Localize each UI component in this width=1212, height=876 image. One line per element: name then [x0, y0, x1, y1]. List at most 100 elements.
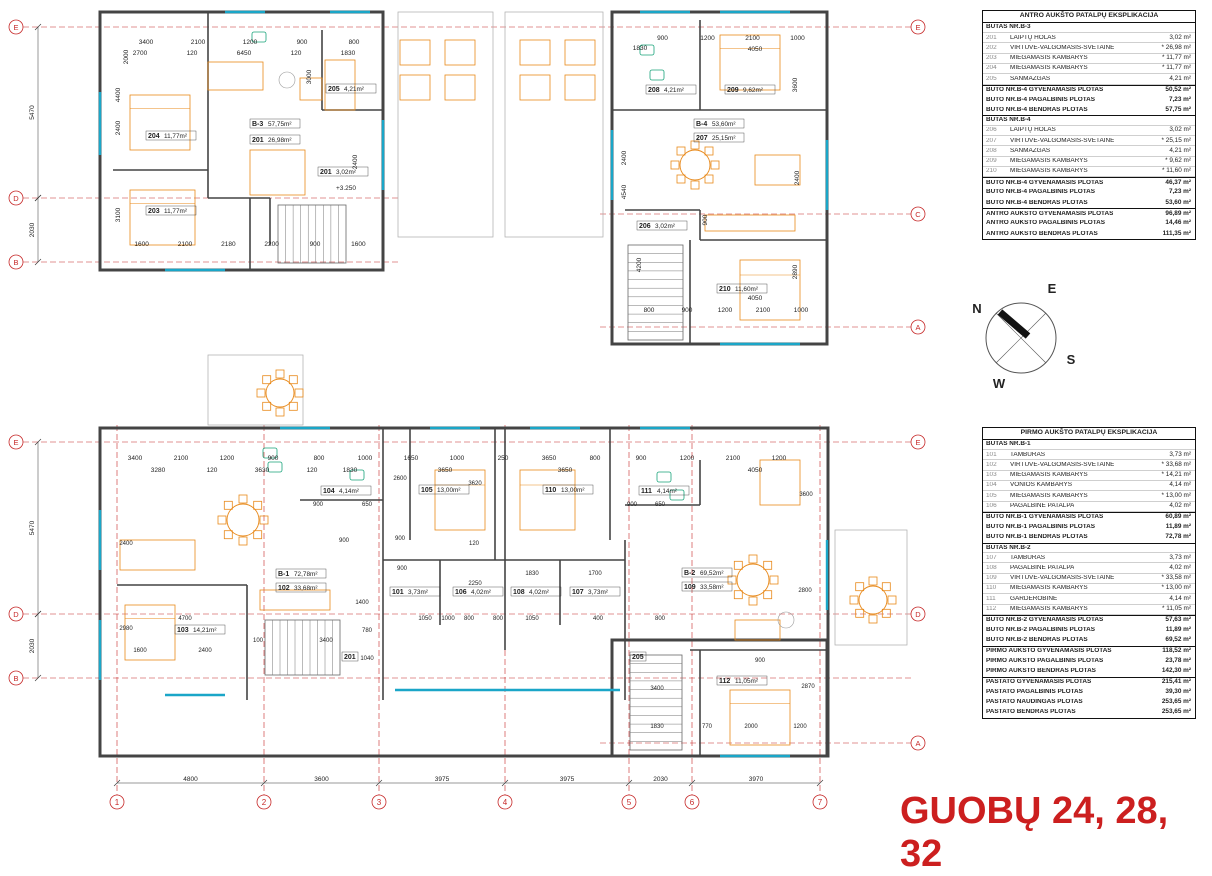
furniture-layer — [119, 31, 897, 746]
dimension-text: 2030 — [653, 776, 668, 783]
chair — [763, 560, 773, 570]
dimension-text: 900 — [313, 502, 324, 508]
dimension-text: 120 — [307, 467, 318, 474]
balcony-furniture — [564, 74, 596, 101]
room-number: 209 — [986, 158, 997, 165]
area-value: 111,35 m² — [1162, 229, 1191, 237]
plant-icon — [278, 71, 296, 89]
toilet — [299, 77, 323, 101]
grid-axis-bubble — [8, 434, 24, 450]
balcony-furniture — [444, 74, 476, 101]
chair — [253, 530, 263, 540]
area-value: * 11,60 m² — [1161, 167, 1191, 175]
grid-axis-bubble — [8, 606, 24, 622]
bed — [739, 259, 801, 321]
dimension-text: 900 — [682, 307, 693, 314]
chair — [275, 407, 285, 417]
dimension-text: 3600 — [792, 77, 799, 92]
sofa — [249, 149, 306, 196]
chair — [259, 515, 269, 525]
room-tag-box — [341, 651, 359, 662]
dimension-tick — [375, 779, 383, 787]
room-number-label: 207 — [696, 135, 708, 142]
room-name: PASTATO PAGALBINIS PLOTAS — [986, 688, 1083, 695]
room-tag-box — [325, 83, 377, 94]
dimension-text: 2400 — [198, 648, 212, 654]
room-name: MIEGAMASIS KAMBARYS — [1010, 585, 1088, 592]
dimension-tick — [260, 779, 268, 787]
room-number-label: B-2 — [684, 570, 695, 577]
room-number-label: 201 — [320, 169, 332, 176]
room-name: ANTRO AUKŠTO BENDRAS PLOTAS — [986, 230, 1098, 237]
room-number: 107 — [986, 554, 997, 561]
project-address-title: GUOBŲ 24, 28, 32 — [900, 790, 1169, 875]
dimension-text: 1830 — [343, 467, 358, 474]
room-tag-box — [145, 205, 197, 216]
room-name: MIEGAMASIS KAMBARYS — [1010, 605, 1088, 612]
grid-axis-label: E — [915, 23, 920, 32]
dimension-text: 5470 — [29, 520, 36, 535]
grid-axis-bubble — [910, 19, 926, 35]
compass-west: W — [993, 376, 1006, 391]
dimension-text: 800 — [590, 455, 601, 462]
dimension-text: 650 — [362, 502, 373, 508]
room-name: BUTAS NR.B-3 — [986, 24, 1031, 31]
dining-table — [679, 149, 711, 181]
balcony-furniture — [564, 39, 596, 66]
room-number: 106 — [986, 503, 997, 510]
room-tag-box — [418, 484, 470, 495]
room-number: 202 — [986, 44, 997, 51]
bed — [129, 94, 191, 151]
room-area-label: 4,02m² — [471, 589, 491, 596]
grid-axis-label: 2 — [262, 798, 267, 807]
grid-axis-bubble — [910, 735, 926, 751]
elevation-mark: +3.250 — [336, 185, 356, 192]
room-name: ANTRO AUKŠTO PAGALBINIS PLOTAS — [986, 220, 1106, 227]
room-name: BUTO NR.B-4 GYVENAMASIS PLOTAS — [986, 179, 1104, 186]
room-area-label: 9,62m² — [743, 87, 763, 94]
sanitary-fixture — [267, 461, 283, 473]
dimension-text: 800 — [644, 307, 655, 314]
dimension-text: 4200 — [636, 257, 643, 272]
dimension-text: 4700 — [178, 616, 192, 622]
room-name: TAMBURAS — [1010, 554, 1046, 561]
grid-axis-label: B — [13, 674, 18, 683]
chair — [676, 146, 686, 156]
area-value: 3,02 m² — [1169, 33, 1191, 41]
dimension-tick — [34, 674, 42, 682]
dimension-text: 1400 — [355, 600, 369, 606]
room-area-label: 11,60m² — [735, 286, 758, 293]
sofa — [259, 589, 331, 611]
room-number: 103 — [986, 472, 997, 479]
room-area-label: 72,78m² — [294, 571, 317, 578]
chair — [887, 595, 897, 605]
upper-floor-explication-table: ANTRO AUKŠTO PATALPŲ EKSPLIKACIJA BUTAS … — [982, 10, 1196, 241]
dimension-text: 3100 — [115, 207, 122, 222]
room-tag-box — [249, 134, 301, 145]
dimension-text: 1200 — [220, 455, 235, 462]
chair — [881, 582, 891, 592]
dimension-text: 2100 — [726, 455, 741, 462]
area-value: * 13,00 m² — [1161, 584, 1191, 592]
dimension-text: 120 — [207, 467, 218, 474]
dimension-text: 1600 — [134, 241, 149, 248]
grid-axis-bubble — [684, 794, 700, 810]
dimension-text: 800 — [349, 39, 360, 46]
dimension-text: 2100 — [756, 307, 771, 314]
room-name: LAIPTŲ HOLAS — [1010, 127, 1056, 134]
room-number: 204 — [986, 65, 997, 72]
dimension-text: 1000 — [794, 307, 809, 314]
grid-axis-label: E — [13, 438, 18, 447]
